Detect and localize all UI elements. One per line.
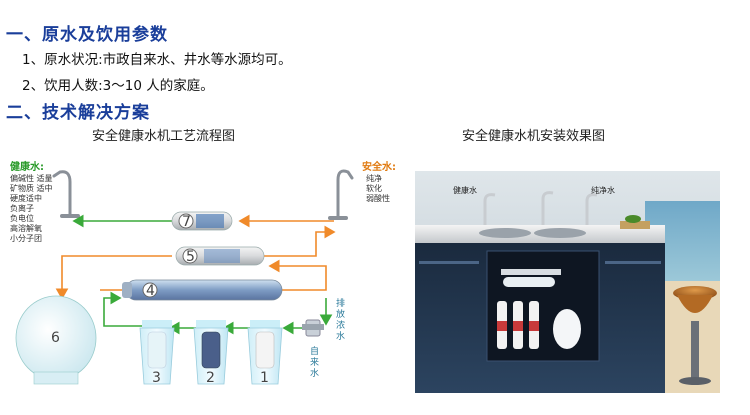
- healthy-desc-2: 硬度适中: [10, 193, 42, 203]
- filter-stage-3: 3: [139, 320, 175, 386]
- section1-item-2: 2、饮用人数:3～10 人的家庭。: [22, 78, 214, 94]
- stage-7-number: 7: [182, 214, 191, 230]
- right-caption: 安全健康水机安装效果图: [462, 129, 606, 144]
- healthy-desc-5: 高溶解氧: [10, 223, 42, 233]
- tap-water-label: 自 来 水: [310, 345, 319, 379]
- filter-stage-5: 5: [175, 246, 265, 266]
- safe-water-label: 安全水: 纯净 软化 弱酸性: [362, 160, 396, 203]
- filter-stage-1: 1: [247, 320, 283, 386]
- healthy-desc-4: 负电位: [10, 213, 34, 223]
- healthy-water-label: 健康水: 偏碱性 适量 矿物质 适中 硬度适中 负离子 负电位 高溶解氧 小分子…: [10, 160, 53, 243]
- drain-char-3: 水: [336, 330, 345, 342]
- purifier-unit: [497, 269, 581, 349]
- tap-water-char-2: 水: [310, 367, 319, 379]
- filter-stage-2: 2: [193, 320, 229, 386]
- stage-6-number: 6: [51, 330, 60, 346]
- pressure-tank: 6: [15, 295, 97, 385]
- section1-item-1: 1、原水状况:市政自来水、井水等水源均可。: [22, 52, 292, 68]
- tap-water-char-0: 自: [310, 345, 319, 357]
- safe-water-title: 安全水:: [362, 160, 396, 173]
- drain-char-1: 放: [336, 308, 345, 320]
- safe-desc-2: 弱酸性: [366, 193, 390, 203]
- filter-stage-7: 7: [171, 211, 233, 231]
- healthy-desc-6: 小分子团: [10, 234, 42, 243]
- left-caption: 安全健康水机工艺流程图: [92, 129, 236, 144]
- healthy-desc-1: 矿物质 适中: [10, 183, 53, 193]
- filter-stage-4-membrane: 4: [122, 279, 283, 301]
- safe-faucet-icon: [328, 169, 354, 220]
- faucet-icons: [483, 191, 598, 227]
- healthy-desc-0: 偏碱性 适量: [10, 173, 53, 183]
- healthy-faucet-icon: [52, 170, 80, 218]
- safe-desc-0: 纯净: [366, 173, 382, 183]
- stage-2-number: 2: [206, 370, 215, 386]
- drain-char-2: 浓: [336, 320, 345, 331]
- section2-heading: 二、技术解决方案: [6, 103, 150, 123]
- drain-char-0: 排: [336, 297, 345, 309]
- stage-1-number: 1: [260, 370, 269, 386]
- photo-healthy-water-label: 健康水: [453, 185, 477, 195]
- stage-4-number: 4: [146, 283, 155, 299]
- installation-photo: 健康水 纯净水: [415, 171, 720, 393]
- healthy-water-title: 健康水:: [10, 160, 44, 173]
- process-flow-diagram: 健康水: 偏碱性 适量 矿物质 适中 硬度适中 负离子 负电位 高溶解氧 小分子…: [0, 148, 400, 411]
- drain-label: 排 放 浓 水: [336, 297, 345, 342]
- tap-water-char-1: 来: [310, 357, 319, 368]
- photo-pure-water-label: 纯净水: [591, 185, 615, 195]
- inlet-valve-icon: [302, 319, 324, 337]
- flow-lines: [55, 214, 336, 335]
- section1-heading: 一、原水及饮用参数: [6, 25, 168, 45]
- healthy-desc-3: 负离子: [10, 203, 34, 213]
- stage-5-number: 5: [186, 249, 195, 265]
- safe-desc-1: 软化: [366, 183, 382, 193]
- stage-3-number: 3: [152, 370, 161, 386]
- bar-stool-icon: [673, 286, 717, 385]
